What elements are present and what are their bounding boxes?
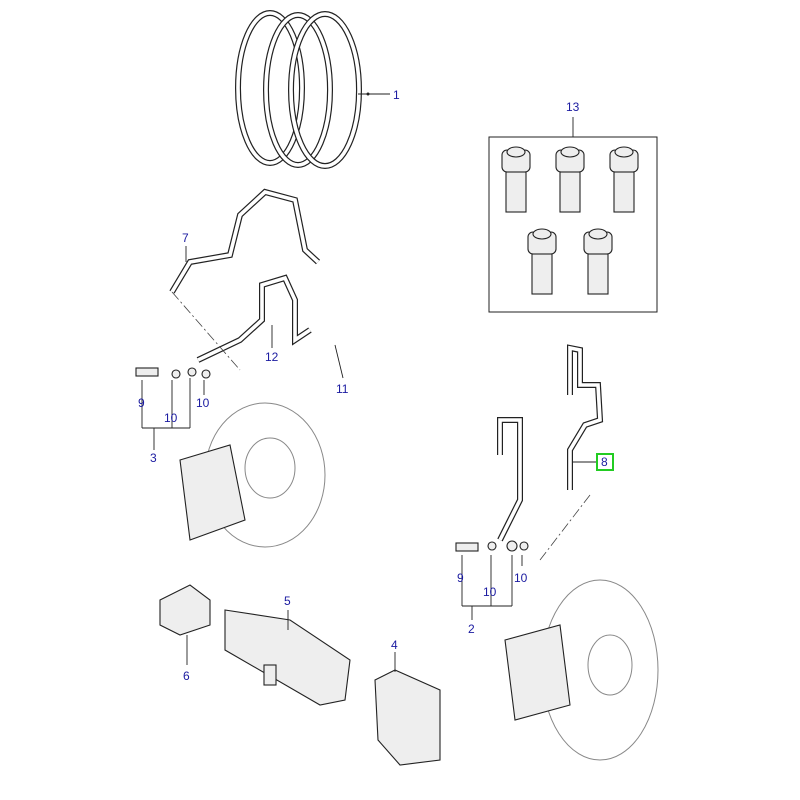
brake-pipe-coil[interactable] <box>235 10 390 169</box>
callout-10-rear-b[interactable]: 10 <box>514 571 528 585</box>
callout-2[interactable]: 2 <box>468 622 475 636</box>
callout-12[interactable]: 12 <box>265 350 279 364</box>
callout-13[interactable]: 13 <box>566 100 580 114</box>
callout-9-front[interactable]: 9 <box>138 396 145 410</box>
callout-6[interactable]: 6 <box>183 669 190 683</box>
callout-3[interactable]: 3 <box>150 451 157 465</box>
highlight-box <box>596 453 614 471</box>
callout-10-front-a[interactable]: 10 <box>164 411 178 425</box>
callout-9-rear[interactable]: 9 <box>457 571 464 585</box>
callout-10-rear-a[interactable]: 10 <box>483 585 497 599</box>
rear-brake-pipe[interactable] <box>497 344 604 561</box>
callout-7[interactable]: 7 <box>182 231 189 245</box>
callout-5[interactable]: 5 <box>284 594 291 608</box>
rear-brake-disc <box>504 579 659 761</box>
front-brake-pipe[interactable] <box>169 188 344 379</box>
pipe-clip[interactable] <box>159 584 211 665</box>
callout-8[interactable]: 8 <box>601 455 608 469</box>
callout-4[interactable]: 4 <box>391 638 398 652</box>
banjo-bolt-set-front[interactable] <box>135 367 211 450</box>
callout-1[interactable]: 1 <box>393 88 400 102</box>
pipe-bracket[interactable] <box>374 652 441 766</box>
front-brake-disc <box>179 402 326 548</box>
pipe-retainer-block[interactable] <box>224 609 351 706</box>
bolt-kit[interactable] <box>488 117 658 313</box>
banjo-bolt-set-rear[interactable] <box>455 540 529 620</box>
callout-11[interactable]: 11 <box>336 382 349 396</box>
callout-10-front-b[interactable]: 10 <box>196 396 210 410</box>
